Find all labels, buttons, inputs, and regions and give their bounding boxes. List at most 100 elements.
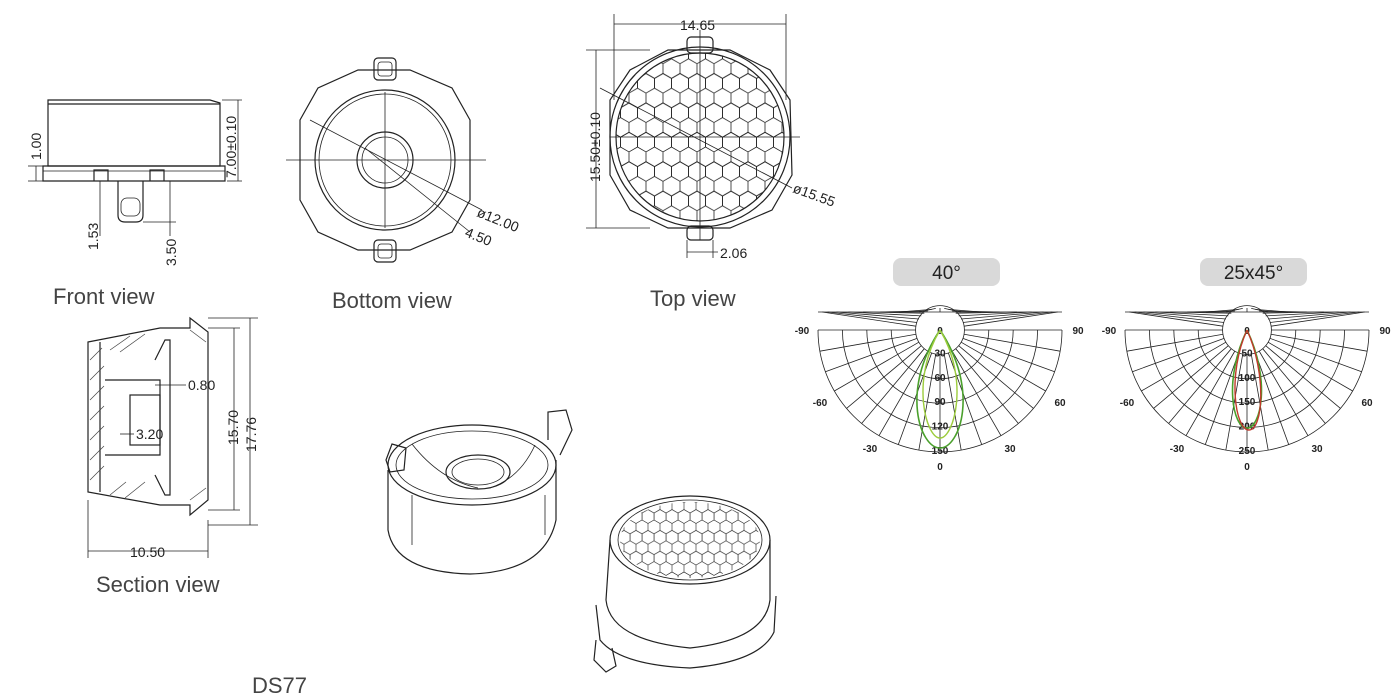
polar-spoke [962,337,1055,373]
section-hatch [89,329,207,501]
polar-ring [915,329,965,355]
polar-upper-spoke [1170,311,1232,314]
dim-top-dia: ø15.55 [791,180,838,210]
dim-front-pin: 1.53 [85,223,101,250]
polar-spoke [834,341,920,392]
polar-upper-spoke [822,311,917,327]
beam-curve [922,329,958,439]
dim-top-height: 15.50±0.10 [587,112,603,182]
polar-spoke [861,348,925,424]
polar-upper-spoke [899,308,932,313]
polar-angle-label: -60 [813,398,828,409]
polar-spoke [1126,333,1224,352]
polar-spoke [1254,352,1290,445]
polar-radial-label: 250 [1239,446,1256,457]
polar-spoke [1258,350,1309,436]
polar-upper-spoke [1270,311,1365,327]
dim-section-width: 10.50 [130,544,165,560]
polar-angle-label: -30 [1170,444,1185,455]
polar-ring [1222,329,1272,355]
model-label: DS77 [252,673,307,698]
polar-angle-label: -90 [795,326,810,337]
polar-spoke [1141,341,1227,392]
polar-spoke [846,345,922,409]
polar-angle-label: 90 [1072,326,1084,337]
polar-upper-spoke [963,311,1058,327]
iso-view-top [593,495,777,673]
polar-upper-spoke [919,307,936,313]
dim-section-step: 0.80 [188,377,215,393]
polar-upper-spoke [827,311,918,323]
polar-spoke [1185,350,1236,436]
polar-angle-label: 30 [1311,444,1323,455]
polar-spoke [1262,348,1326,424]
polar-spoke [918,353,937,451]
polar-angle-label: 60 [1054,398,1066,409]
polar-radial-label: 150 [932,446,949,457]
top-view-caption: Top view [650,286,736,311]
chart-title: 40° [932,263,961,284]
polar-upper-spoke [863,311,925,314]
polar-spoke [1168,348,1232,424]
polar-radial-label: 100 [1239,373,1256,384]
polar-spoke [1153,345,1229,409]
polar-radial-label: 200 [1239,422,1256,433]
polar-upper-spoke [848,311,922,317]
polar-upper-spoke [1262,311,1324,314]
bottom-view-caption: Bottom view [332,288,452,313]
polar-center-ring [915,305,965,331]
polar-spoke [955,348,1019,424]
polar-upper-spoke [1269,311,1360,323]
polar-radial-label: 150 [1239,397,1256,408]
polar-spoke [958,345,1034,409]
polar-spoke [897,352,933,445]
polar-upper-spoke [1134,311,1225,323]
dim-bottom-wall: 4.50 [463,224,494,249]
polar-upper-spoke [958,311,1032,317]
polar-upper-spoke [1259,310,1307,313]
polar-upper-spoke [1265,311,1339,317]
polar-radial-label: 120 [932,422,949,433]
polar-radial-label: 30 [934,348,946,359]
polar-spoke [878,350,929,436]
polar-spoke [825,337,918,373]
polar-spoke [947,352,983,445]
dim-section-inner: 15.70 [225,410,241,445]
dim-top-width: 14.65 [680,17,715,33]
beam-curve [1234,329,1262,431]
polar-upper-spoke [952,310,1000,313]
polar-center-ring [1222,305,1272,331]
polar-spoke [1267,341,1353,392]
polar-upper-spoke [955,311,1017,314]
beam-curve [916,329,964,449]
top-view: 14.65 15.50±0.10 ø15.55 2.06 Top view [586,14,838,311]
polar-spoke [1270,333,1368,352]
polar-spoke [963,333,1061,352]
polar-upper-spoke [836,311,919,320]
polar-upper-spoke [1155,311,1229,317]
dim-section-outer: 17.76 [243,417,259,452]
front-view-caption: Front view [53,284,155,309]
dim-front-flange: 1.00 [28,133,44,160]
polar-angle-label: 90 [1379,326,1391,337]
polar-spoke [819,333,917,352]
polar-angle-label: 30 [1004,444,1016,455]
polar-angle-label: -90 [1102,326,1117,337]
beam-curve [1231,329,1263,429]
polar-angle-label: -60 [1120,398,1135,409]
polar-radial-label: 90 [934,397,946,408]
polar-spoke [960,341,1046,392]
polar-upper-spoke [1226,307,1243,313]
polar-spoke [1269,337,1362,373]
polar-spoke [1132,337,1225,373]
polar-angle-label: -30 [863,444,878,455]
polar-spoke [1225,353,1244,451]
polar-spoke [1204,352,1240,445]
polar-upper-spoke [1129,311,1224,327]
polar-spoke [1265,345,1341,409]
section-view-caption: Section view [96,572,220,597]
chart-title-pill [893,258,1000,286]
polar-spoke [943,353,962,451]
